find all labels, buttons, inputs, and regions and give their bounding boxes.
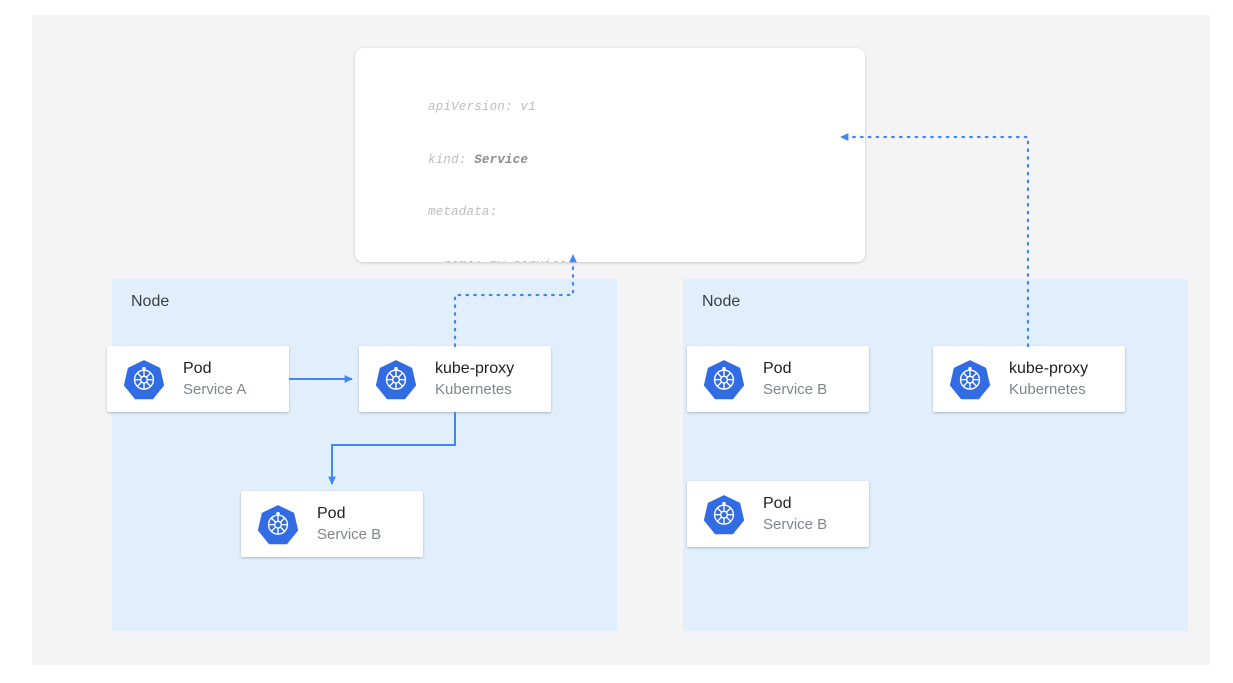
card-kube-proxy-right[interactable]: kube-proxy Kubernetes <box>933 346 1125 412</box>
card-pod-service-a[interactable]: Pod Service A <box>107 346 289 412</box>
card-subtitle: Service B <box>317 525 382 543</box>
card-text: Pod Service B <box>317 504 381 545</box>
kubernetes-icon <box>375 358 417 400</box>
card-text: Pod Service A <box>183 359 246 400</box>
card-text: kube-proxy Kubernetes <box>1009 359 1088 400</box>
yaml-line: apiVersion: v1 <box>428 100 536 114</box>
card-title: Pod <box>763 359 792 377</box>
node-container-left: Node <box>112 279 617 631</box>
card-subtitle: Kubernetes <box>435 380 512 398</box>
card-subtitle: Service A <box>183 380 247 398</box>
node-label: Node <box>702 293 741 310</box>
card-pod-service-b-right-bottom[interactable]: Pod Service B <box>687 481 869 547</box>
kubernetes-icon <box>949 358 991 400</box>
card-pod-service-b-left[interactable]: Pod Service B <box>241 491 423 557</box>
card-text: Pod Service B <box>763 494 827 535</box>
yaml-line: kind: Service <box>428 152 744 170</box>
card-title: Pod <box>317 504 346 522</box>
kubernetes-icon <box>703 493 745 535</box>
node-container-right: Node <box>683 279 1188 631</box>
kubernetes-icon <box>257 503 299 545</box>
card-pod-service-b-right-top[interactable]: Pod Service B <box>687 346 869 412</box>
card-kube-proxy-left[interactable]: kube-proxy Kubernetes <box>359 346 551 412</box>
diagram-canvas: apiVersion: v1 kind: Service metadata: n… <box>32 15 1210 665</box>
node-label: Node <box>131 293 170 310</box>
card-subtitle: Kubernetes <box>1009 380 1086 398</box>
kubernetes-icon <box>703 358 745 400</box>
yaml-line-key: kind: <box>428 152 475 167</box>
card-title: Pod <box>183 359 212 377</box>
card-title: kube-proxy <box>1009 359 1089 377</box>
service-yaml-card: apiVersion: v1 kind: Service metadata: n… <box>355 48 865 262</box>
card-text: Pod Service B <box>763 359 827 400</box>
kubernetes-icon <box>123 358 165 400</box>
card-text: kube-proxy Kubernetes <box>435 359 514 400</box>
service-yaml-text: apiVersion: v1 kind: Service metadata: n… <box>428 64 744 262</box>
card-subtitle: Service B <box>763 380 828 398</box>
card-subtitle: Service B <box>763 515 828 533</box>
yaml-line: name: my-service <box>428 257 744 263</box>
card-title: Pod <box>763 494 792 512</box>
yaml-line-value-strong: Service <box>474 152 529 167</box>
yaml-line: metadata: <box>428 205 498 219</box>
card-title: kube-proxy <box>435 359 515 377</box>
